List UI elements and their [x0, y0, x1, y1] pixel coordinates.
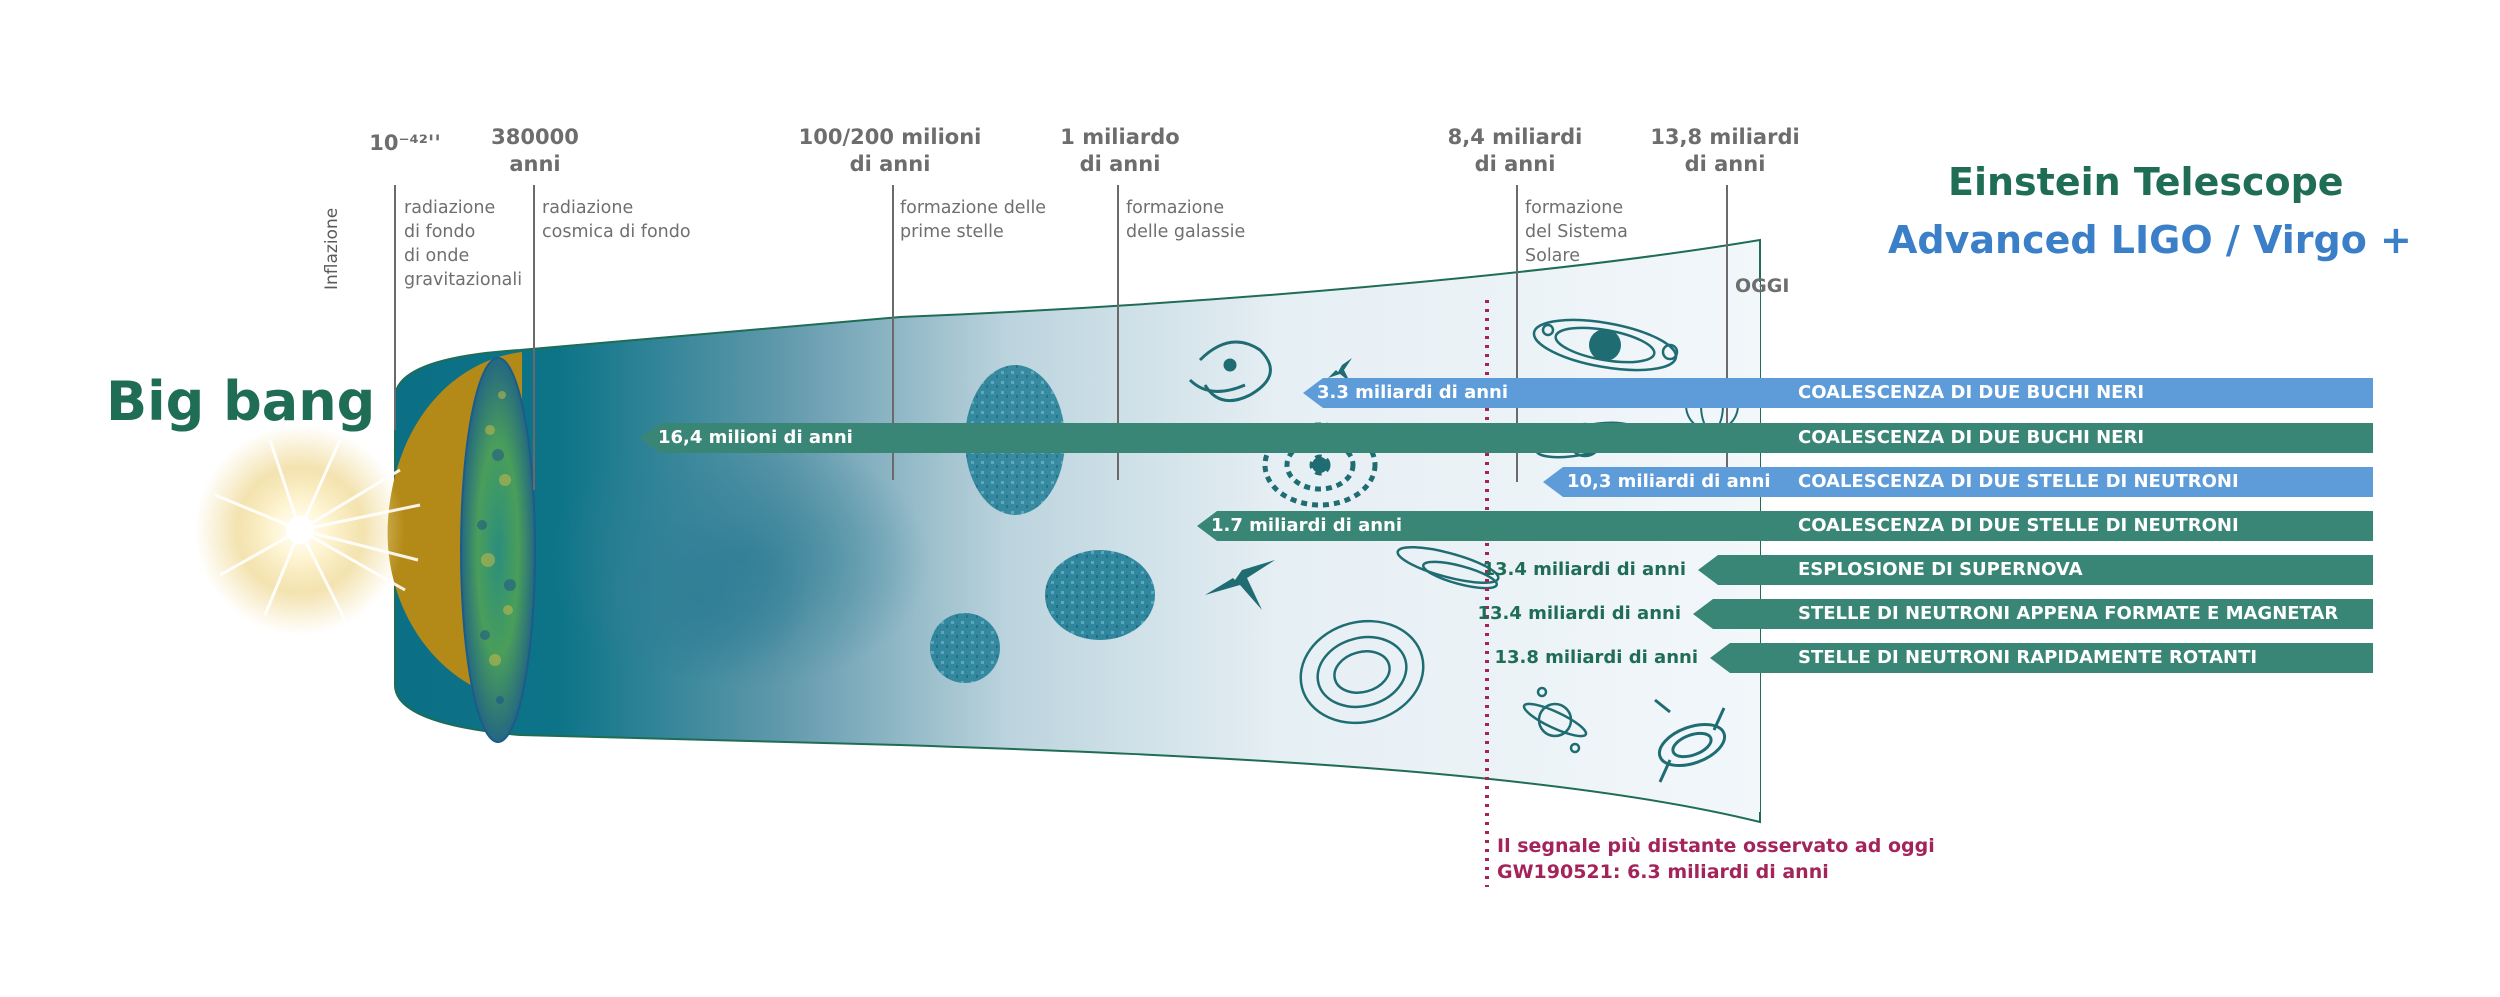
event-band: 13.4 miliardi di anni STELLE DI NEUTRONI … — [1477, 599, 2373, 629]
inflazione-label: Inflazione — [322, 207, 342, 290]
event-band: 3.3 miliardi di anni COALESCENZA DI DUE B… — [1303, 378, 2373, 408]
epoch-label: 13,8 miliardi di anni — [1650, 125, 1800, 176]
band-duration-label: 13.8 miliardi di anni — [1494, 647, 1698, 668]
event-band: 1.7 miliardi di anni COALESCENZA DI DUE S… — [1197, 511, 2373, 541]
band-arrow-head — [1693, 599, 1713, 629]
signal-note-line2: GW190521: 6.3 miliardi di anni — [1497, 861, 1829, 883]
band-duration-label: 3.3 miliardi di anni — [1317, 382, 1509, 403]
cmb-map-icon — [461, 358, 535, 742]
star-cluster-icon — [930, 613, 1000, 683]
band-body — [1718, 555, 2373, 585]
ringed-planet-icon — [1522, 686, 1588, 754]
event-band: 16,4 milioni di anni COALESCENZA DI DUE B… — [640, 423, 2373, 453]
epoch-description: formazione delle prime stelle — [900, 198, 1047, 242]
band-event-label: COALESCENZA DI DUE BUCHI NERI — [1798, 427, 2145, 448]
epoch-description: formazione del Sistema Solare — [1525, 198, 1628, 266]
spiral-galaxy-icon — [1188, 340, 1272, 403]
band-duration-label: 1.7 miliardi di anni — [1211, 515, 1403, 536]
band-body — [1713, 599, 2373, 629]
band-event-label: COALESCENZA DI DUE STELLE DI NEUTRONI — [1798, 471, 2239, 492]
epoch-description: formazione delle galassie — [1126, 198, 1246, 242]
big-bang-title: Big bang — [106, 370, 376, 433]
einstein-telescope-title: Einstein Telescope — [1948, 160, 2344, 204]
band-event-label: COALESCENZA DI DUE STELLE DI NEUTRONI — [1798, 515, 2239, 536]
band-body — [1217, 511, 2373, 541]
band-arrow-head — [640, 423, 660, 453]
band-duration-label: 10,3 miliardi di anni — [1567, 471, 1771, 492]
signal-note-line1: Il segnale più distante osservato ad ogg… — [1497, 835, 1935, 857]
sparkle-star-icon — [1205, 358, 1352, 610]
band-arrow-head — [1710, 643, 1730, 673]
event-band: 10,3 miliardi di anni COALESCENZA DI DUE … — [1543, 467, 2373, 497]
band-duration-label: 13.4 miliardi di anni — [1482, 559, 1686, 580]
epoch-description: radiazione di fondo di onde gravitaziona… — [404, 198, 523, 290]
ringed-planet-icon — [1396, 545, 1500, 590]
band-arrow-head — [1303, 378, 1323, 408]
satellite-icon — [1654, 698, 1727, 783]
epoch-label: 380000 anni — [491, 125, 579, 176]
epoch-description: radiazione cosmica di fondo — [542, 198, 691, 242]
band-event-label: STELLE DI NEUTRONI APPENA FORMATE E MAGN… — [1798, 603, 2339, 624]
band-arrow-head — [1698, 555, 1718, 585]
band-arrow-head — [1197, 511, 1217, 541]
band-duration-label: 13.4 miliardi di anni — [1477, 603, 1681, 624]
band-body — [660, 423, 2373, 453]
oggi-label: OGGI — [1735, 275, 1790, 297]
band-event-label: COALESCENZA DI DUE BUCHI NERI — [1798, 382, 2145, 403]
advanced-ligo-virgo-title: Advanced LIGO / Virgo + — [1888, 218, 2412, 262]
band-body — [1730, 643, 2373, 673]
band-event-label: STELLE DI NEUTRONI RAPIDAMENTE ROTANTI — [1798, 647, 2258, 668]
spiral-galaxy-icon — [1299, 619, 1425, 725]
star-cluster-icon — [1045, 550, 1155, 640]
band-duration-label: 16,4 milioni di anni — [658, 427, 853, 448]
epoch-label: 100/200 milioni di anni — [798, 125, 982, 176]
event-band: 13.8 miliardi di anni STELLE DI NEUTRONI … — [1494, 643, 2373, 673]
band-body — [1323, 378, 2373, 408]
epoch-label: 1 miliardo di anni — [1060, 125, 1180, 176]
band-event-label: ESPLOSIONE DI SUPERNOVA — [1798, 559, 2083, 580]
band-arrow-head — [1543, 467, 1563, 497]
band-body — [1563, 467, 2373, 497]
event-band: 13.4 miliardi di anni ESPLOSIONE DI SUPER… — [1482, 555, 2373, 585]
epoch-label: 8,4 miliardi di anni — [1447, 125, 1583, 176]
epoch-label: 10⁻⁴²'' — [369, 131, 441, 155]
